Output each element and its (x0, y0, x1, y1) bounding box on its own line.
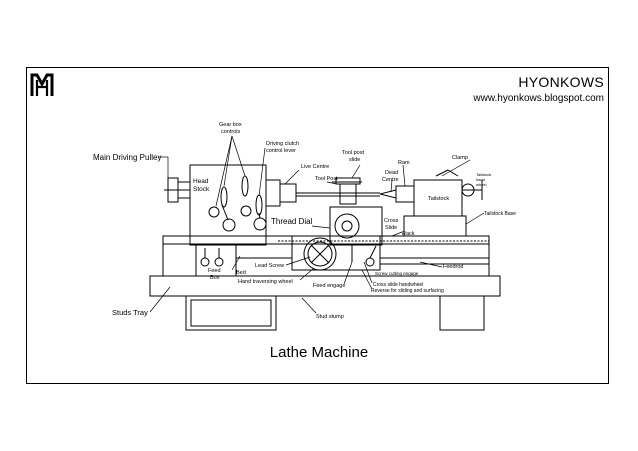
label-reverse-for-sliding: Reverse for sliding and surfacing (371, 288, 444, 294)
label-gear-box-controls-2: controls (221, 129, 241, 135)
label-gear-box-controls-1: Gear box (219, 122, 242, 128)
label-tailstock-hand-wheel-3: wheel (476, 182, 487, 187)
tailstock-base (403, 215, 467, 237)
label-head-stock-2: Stock (193, 186, 210, 193)
label-stud-stump: Stud stump (316, 314, 344, 320)
label-cross-slide-1: Cross (384, 218, 399, 224)
label-studs-tray: Studs Tray (112, 308, 148, 317)
label-feed-box-2: Box (210, 275, 220, 281)
label-live-centre: Live Centre (301, 164, 329, 170)
label-feed-rod: Feedrod (443, 264, 464, 270)
label-tool-post-slide-2: slide (349, 157, 360, 163)
label-feed-engage: Feed engage (313, 283, 345, 289)
brand-url: www.hyonkows.blogspot.com (473, 93, 604, 104)
diagram-title: Lathe Machine (269, 344, 369, 361)
right-stand (439, 295, 485, 331)
carriage (329, 206, 383, 246)
apron (291, 235, 381, 271)
label-tool-post-slide-1: Tool post (342, 150, 364, 156)
label-dead-centre-1: Dead (385, 170, 398, 176)
studs-tray (149, 275, 501, 297)
diagram-frame (26, 67, 609, 384)
label-tailstock-hand-wheel-1: Tailstock (476, 172, 491, 177)
hyonkows-monogram-icon (30, 73, 54, 96)
chuck (265, 179, 281, 207)
label-thread-dial: Thread Dial (271, 217, 313, 226)
label-cross-slide-handwheel: Cross slide handwheel (373, 282, 423, 288)
brand-name: HYONKOWS (518, 74, 604, 90)
lathe-bed-rail (162, 235, 490, 245)
hand-traversing-wheel-icon (303, 237, 337, 271)
label-ram: Ram (398, 160, 410, 166)
label-cross-slide-2: Slide (385, 225, 397, 231)
left-stand (185, 295, 277, 331)
label-driving-clutch-1: Driving clutch (266, 141, 299, 147)
label-main-driving-pulley: Main Driving Pulley (93, 153, 161, 162)
label-head-stock-1: Head (193, 178, 209, 185)
headstock-body (189, 164, 267, 246)
tool-post (339, 183, 357, 205)
label-tool-post: Tool Post (315, 176, 338, 182)
gear-lever-icon (208, 206, 220, 218)
label-hand-traversing-wheel: Hand traversing wheel (238, 279, 293, 285)
label-bed: Bed (236, 270, 246, 276)
label-screw-cutting-engage: Screw cutting engage (375, 271, 419, 276)
label-dead-centre-2: Centre (382, 177, 399, 183)
label-tailstock-hand-wheel-2: hand (476, 177, 485, 182)
label-feed-box-1: Feed (208, 268, 221, 274)
label-rack: Rack (402, 231, 415, 237)
label-tailstock: Tailstock (428, 196, 449, 202)
label-clamp: Clamp (452, 155, 468, 161)
label-lead-screw: Lead Screw (255, 263, 284, 269)
label-driving-clutch-2: control lever (266, 148, 296, 154)
cross-slide-wheel-icon (334, 213, 360, 239)
label-tailstock-base: Tailstock Base (484, 211, 516, 217)
tailstock-hand-wheel-icon (461, 183, 475, 197)
